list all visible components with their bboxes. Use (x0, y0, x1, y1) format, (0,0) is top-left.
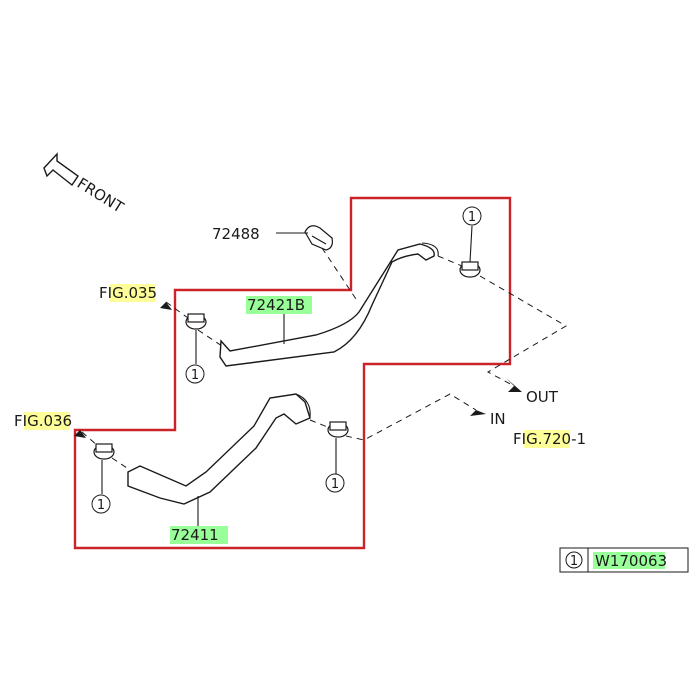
fig036-arrow-icon (74, 430, 86, 438)
svg-text:1: 1 (331, 477, 339, 492)
bolt-clip-icon (304, 225, 333, 251)
dash-in-route (345, 393, 477, 441)
dash-clip-to-hose (321, 247, 359, 303)
upper-hose-highlight (246, 296, 312, 314)
out-arrow-icon (506, 378, 522, 392)
svg-text:1: 1 (468, 210, 476, 225)
callout-upper-left: 1 (185, 364, 205, 384)
clamp-lower-right-icon (327, 421, 349, 438)
dash-clamp-upper-left (197, 329, 223, 347)
front-arrow-icon (43, 152, 79, 187)
legend-box: 1 W170063 (559, 547, 689, 573)
front-label: FRONT (74, 174, 128, 217)
fig036-label: FIG.036 (14, 412, 72, 430)
clamp-upper-left-icon (185, 313, 207, 330)
fig035-highlight (110, 284, 156, 302)
svg-text:1: 1 (191, 368, 199, 383)
fig720-highlight (524, 430, 570, 448)
clamp-upper-right-icon (459, 261, 481, 278)
dash-fig035 (165, 301, 189, 319)
fig035-label: FIG.035 (99, 284, 157, 302)
upper-hose (219, 243, 435, 367)
lower-hose-label: 72411 (171, 526, 219, 544)
upper-hose-end (421, 242, 439, 257)
dash-fig036 (81, 431, 99, 447)
lower-hose-highlight (170, 526, 228, 544)
svg-text:1: 1 (97, 498, 105, 513)
dash-out-route (479, 275, 567, 387)
callout-lower-right: 1 (325, 473, 345, 493)
out-label: OUT (526, 388, 559, 406)
dash-upper-hose-end (437, 255, 463, 267)
lower-hose-end (295, 393, 311, 419)
fig720-label: FIG.720-1 (513, 430, 586, 448)
in-arrow-icon (466, 406, 486, 416)
in-label: IN (490, 410, 506, 428)
fig035-arrow-icon (160, 302, 172, 310)
dash-clamp-lower-left (111, 457, 131, 471)
dash-lower-hose-end (309, 419, 331, 429)
lower-hose (127, 393, 311, 505)
legend-symbol: 1 (570, 554, 578, 569)
upper-hose-label: 72421B (247, 296, 305, 314)
legend-highlight (593, 552, 665, 569)
legend-part-number: W170063 (595, 552, 667, 570)
callout-lower-left: 1 (91, 494, 111, 514)
callout-top: 1 (462, 206, 482, 226)
leader-callout-top (469, 225, 473, 263)
bolt-clip-label: 72488 (212, 225, 260, 243)
fig036-highlight (24, 412, 70, 430)
highlight-frame (73, 196, 512, 550)
clamp-lower-left-icon (93, 443, 115, 460)
